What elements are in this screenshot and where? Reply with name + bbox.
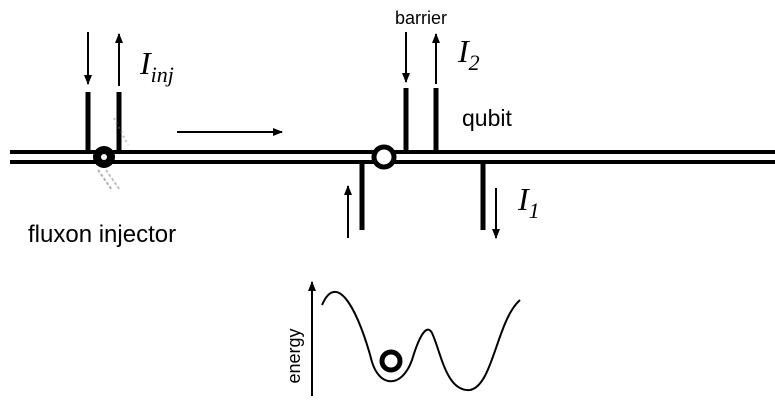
barrier-label: barrier [395,8,447,28]
qubit-bias-leads [344,164,500,239]
barrier-current-label: I2 [457,33,480,75]
injection-current-label: Iinj [139,45,174,87]
qubit-state-ball [379,349,403,373]
barrier-leads [402,32,440,150]
qubit-label: qubit [462,105,512,131]
energy-potential-inset: energy [284,281,521,396]
injector-leads [84,32,123,150]
injector-junction-core [101,154,107,160]
injector-smudge [97,117,129,191]
fluxon-injector-label: fluxon injector [28,221,176,248]
double-well-curve [321,290,521,392]
energy-axis-label: energy [284,328,304,383]
qubit-junction [371,144,397,170]
qubit-current-label: I1 [517,181,540,223]
